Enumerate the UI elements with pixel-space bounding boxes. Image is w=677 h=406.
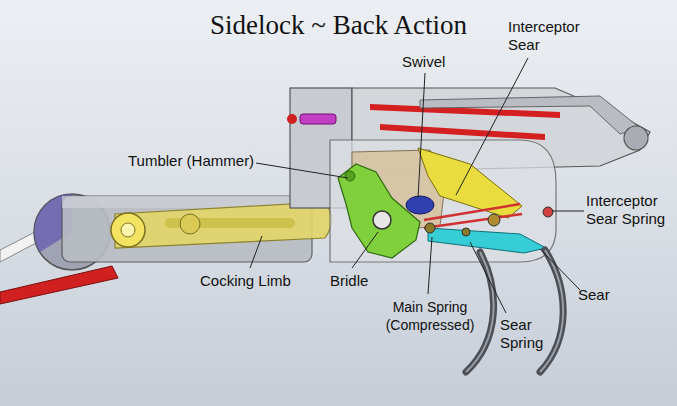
- leader-lines: [250, 58, 584, 313]
- lock-plate: [330, 140, 556, 262]
- pins: [425, 223, 435, 233]
- pins: [462, 228, 470, 236]
- triggers: [466, 250, 563, 372]
- leader-lines: [470, 242, 506, 313]
- leader-lines: [418, 73, 425, 198]
- leader-lines: [352, 232, 378, 268]
- leader-lines: [552, 211, 584, 212]
- leader-lines: [540, 249, 580, 290]
- part-label: Interceptor Sear: [508, 18, 598, 54]
- triggers: [466, 252, 494, 372]
- breech-and-strap: [420, 96, 640, 134]
- main-spring-part: [424, 204, 522, 228]
- part-label: Tumbler (Hammer): [128, 152, 254, 170]
- cocking-limb: [111, 202, 332, 248]
- pins: [543, 207, 553, 217]
- tumbler-part: [338, 164, 420, 258]
- breech-and-strap: [287, 114, 297, 124]
- tumbler-part: [373, 211, 391, 229]
- main-spring-part: [424, 214, 522, 228]
- cocking-limb: [121, 223, 135, 237]
- sear-part: [428, 228, 546, 253]
- triggers: [466, 252, 494, 372]
- lock-plate: [330, 140, 556, 262]
- pins: [425, 207, 553, 236]
- part-label: Cocking Limb: [200, 272, 291, 290]
- breech-and-strap: [624, 126, 648, 150]
- fore-end: [0, 266, 118, 304]
- tumbler-part: [338, 164, 420, 258]
- breech-and-strap: [300, 114, 336, 124]
- swivel-part: [406, 196, 434, 214]
- leader-lines: [256, 163, 348, 178]
- swivel-part: [406, 196, 434, 214]
- cocking-limb: [180, 214, 200, 234]
- part-label: Interceptor Sear Spring: [586, 192, 672, 228]
- sear-part: [428, 228, 546, 253]
- part-label: Sear Spring: [500, 316, 552, 352]
- triggers: [540, 250, 563, 372]
- leader-lines: [428, 237, 432, 294]
- leader-lines: [250, 236, 262, 268]
- part-label: Main Spring (Compressed): [378, 298, 482, 334]
- part-label: Swivel: [402, 53, 445, 71]
- part-label: Sear: [578, 286, 610, 304]
- cocking-limb: [111, 213, 145, 247]
- pins: [488, 214, 500, 226]
- triggers: [540, 250, 563, 372]
- leader-lines: [456, 58, 528, 195]
- part-label: Bridle: [330, 272, 368, 290]
- cocking-limb: [115, 202, 332, 248]
- tumbler-part: [345, 171, 355, 181]
- breech-and-strap: [380, 124, 545, 140]
